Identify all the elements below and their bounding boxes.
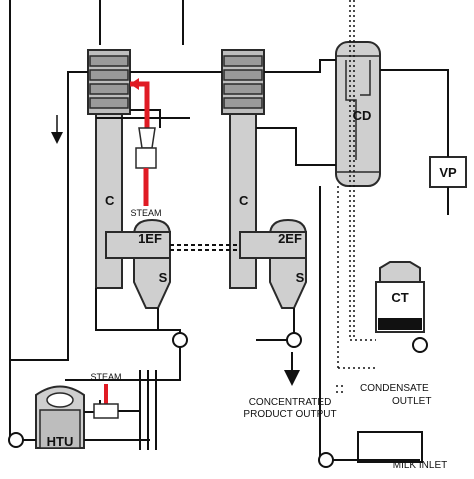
pump-circle-icon [286,332,302,348]
condenser: CD [335,41,381,187]
milk-inlet-label: MILK INLET [393,460,447,471]
effect-2-s-label: S [296,270,305,285]
effect-2-connector [239,231,307,259]
effect-1: C 1EF S [87,49,171,309]
vacuum-pump-label: VP [439,165,457,180]
product-output-line1: CONCENTRATED [249,397,332,408]
steam-ejector-icon [138,127,156,149]
pump-circle-icon [8,432,24,448]
effect-2-column-label: C [239,193,249,208]
condenser-label: CD [353,108,372,123]
condensate-line1: CONDENSATE [360,383,429,394]
effect-2: C 2EF S [221,49,307,309]
pump-circle-icon [318,452,334,468]
cooling-tower: CT [375,261,425,333]
bottom-labels: CONCENTRATED PRODUCT OUTPUT CONDENSATE O… [243,383,447,471]
steam-label-bottom: STEAM [90,372,121,382]
heat-treatment-unit: HTU [35,385,85,449]
vacuum-pump: VP [429,156,467,188]
steam-label-top: STEAM [130,208,161,218]
product-output-line2: PRODUCT OUTPUT [243,409,336,420]
cooling-tower-label: CT [391,290,408,305]
lower-steam-exchanger: STEAM [90,370,157,450]
pump-circle-icon [172,332,188,348]
htu-label: HTU [47,434,74,449]
pump-circle-icon [412,337,428,353]
effect-1-separator-label: 1EF [138,231,162,246]
cooling-water-lines [336,0,376,393]
effect-2-separator-label: 2EF [278,231,302,246]
condensate-line2: OUTLET [392,396,431,407]
effect-1-s-label: S [159,270,168,285]
effect-1-column-label: C [105,193,115,208]
steam-line: STEAM [130,78,162,218]
pumps [8,332,428,468]
